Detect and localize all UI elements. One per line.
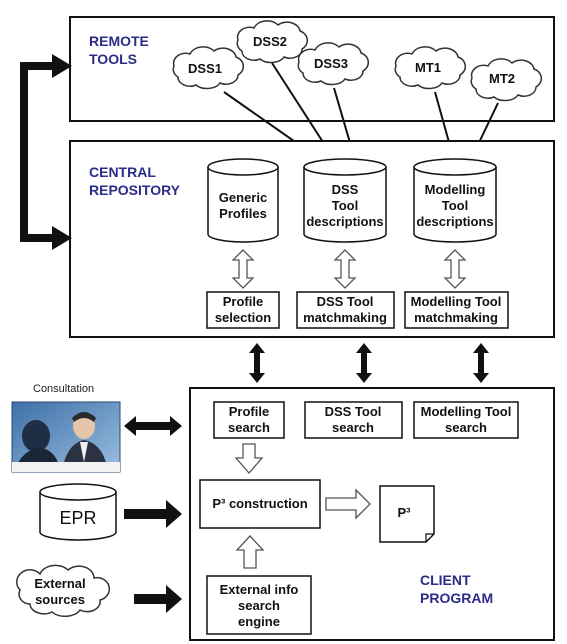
box-profile-search: Profile search xyxy=(213,401,285,439)
cylinder-label-line: Tool xyxy=(442,198,468,213)
box-label-line: DSS Tool xyxy=(325,404,382,419)
box-label-line: DSS Tool xyxy=(317,294,374,309)
cylinder-label-line: descriptions xyxy=(416,214,493,229)
double-arrow-icon xyxy=(231,249,255,289)
external-sources-arrow-icon xyxy=(134,585,182,613)
cylinder-generic-profiles: Generic Profiles xyxy=(207,158,279,243)
cylinder-label-line: Generic xyxy=(219,190,267,205)
cloud-label-mt2: MT2 xyxy=(489,71,515,86)
box-label-line: matchmaking xyxy=(303,310,387,325)
p3-document-label: P³ xyxy=(398,505,412,520)
cloud-dss3: DSS3 xyxy=(297,42,370,86)
cylinder-modelling-tool-descriptions: Modelling Tool descriptions xyxy=(413,158,497,243)
arrowhead-icon xyxy=(52,54,72,78)
up-arrow-icon xyxy=(235,535,265,569)
box-dss-tool-search: DSS Tool search xyxy=(304,401,403,439)
box-external-info-search-engine: External info search engine xyxy=(206,575,312,635)
cloud-dss2: DSS2 xyxy=(236,20,309,64)
epr-arrow-icon xyxy=(124,500,182,528)
thick-double-arrow-icon xyxy=(356,343,372,383)
box-label-line: search xyxy=(228,420,270,435)
cloud-label-dss2: DSS2 xyxy=(253,34,287,49)
cloud-label-mt1: MT1 xyxy=(415,60,441,75)
external-sources-label-line: External xyxy=(34,576,85,591)
consultation-label: Consultation xyxy=(33,383,94,395)
cylinder-dss-tool-descriptions: DSS Tool descriptions xyxy=(303,158,387,243)
cloud-mt1: MT1 xyxy=(394,46,467,90)
cylinder-label-line: Profiles xyxy=(219,206,267,221)
external-sources-label-line: sources xyxy=(35,592,85,607)
central-repository-title-2: REPOSITORY xyxy=(89,182,181,198)
cylinder-label-line: DSS xyxy=(332,182,359,197)
box-modelling-tool-search: Modelling Tool search xyxy=(413,401,519,439)
hollow-double-arrows xyxy=(231,249,467,289)
cylinder-label-line: Modelling xyxy=(425,182,486,197)
box-label-line: External info xyxy=(220,582,299,597)
cylinder-label-line: descriptions xyxy=(306,214,383,229)
bracket-double-arrow xyxy=(20,54,72,250)
box-label-line: engine xyxy=(238,614,280,629)
consultation-photo xyxy=(11,401,121,473)
remote-tools-title-1: REMOTE xyxy=(89,33,149,49)
box-dss-tool-matchmaking: DSS Tool matchmaking xyxy=(296,291,395,329)
box-label-line: selection xyxy=(215,310,271,325)
cloud-mt2: MT2 xyxy=(470,58,543,102)
box-label-line: Profile xyxy=(229,404,269,419)
cloud-label-dss3: DSS3 xyxy=(314,56,348,71)
epr-cylinder: EPR xyxy=(39,483,117,541)
epr-label: EPR xyxy=(59,508,96,528)
box-label-line: Modelling Tool xyxy=(421,404,512,419)
external-sources-cloud: External sources xyxy=(16,564,111,618)
remote-tools-title-2: TOOLS xyxy=(89,51,137,67)
box-label-line: Modelling Tool xyxy=(411,294,502,309)
thick-double-arrow-icon xyxy=(249,343,265,383)
box-label-line: matchmaking xyxy=(414,310,498,325)
cloud-dss1: DSS1 xyxy=(172,46,245,90)
double-arrow-icon xyxy=(333,249,357,289)
box-label-line: search xyxy=(445,420,487,435)
consultation-double-arrow-icon xyxy=(124,416,182,436)
box-profile-selection: Profile selection xyxy=(206,291,280,329)
arrowhead-icon xyxy=(52,226,72,250)
box-label-line: Profile xyxy=(223,294,263,309)
cylinder-label-line: Tool xyxy=(332,198,358,213)
p3-construction-label: P³ construction xyxy=(212,496,307,511)
thick-double-arrow-icon xyxy=(473,343,489,383)
p3-document: P³ xyxy=(379,485,435,543)
box-modelling-tool-matchmaking: Modelling Tool matchmaking xyxy=(404,291,509,329)
box-p3-construction: P³ construction xyxy=(199,479,321,529)
cloud-label-dss1: DSS1 xyxy=(188,61,222,76)
double-arrow-icon xyxy=(443,249,467,289)
box-label-line: search xyxy=(332,420,374,435)
client-program-title-1: CLIENT xyxy=(420,572,471,588)
client-program-title-2: PROGRAM xyxy=(420,590,493,606)
down-arrow-icon xyxy=(234,443,264,474)
central-repository-title-1: CENTRAL xyxy=(89,164,156,180)
box-label-line: search xyxy=(238,598,280,613)
right-arrow-icon xyxy=(325,488,371,520)
repository-client-arrows xyxy=(249,343,489,383)
